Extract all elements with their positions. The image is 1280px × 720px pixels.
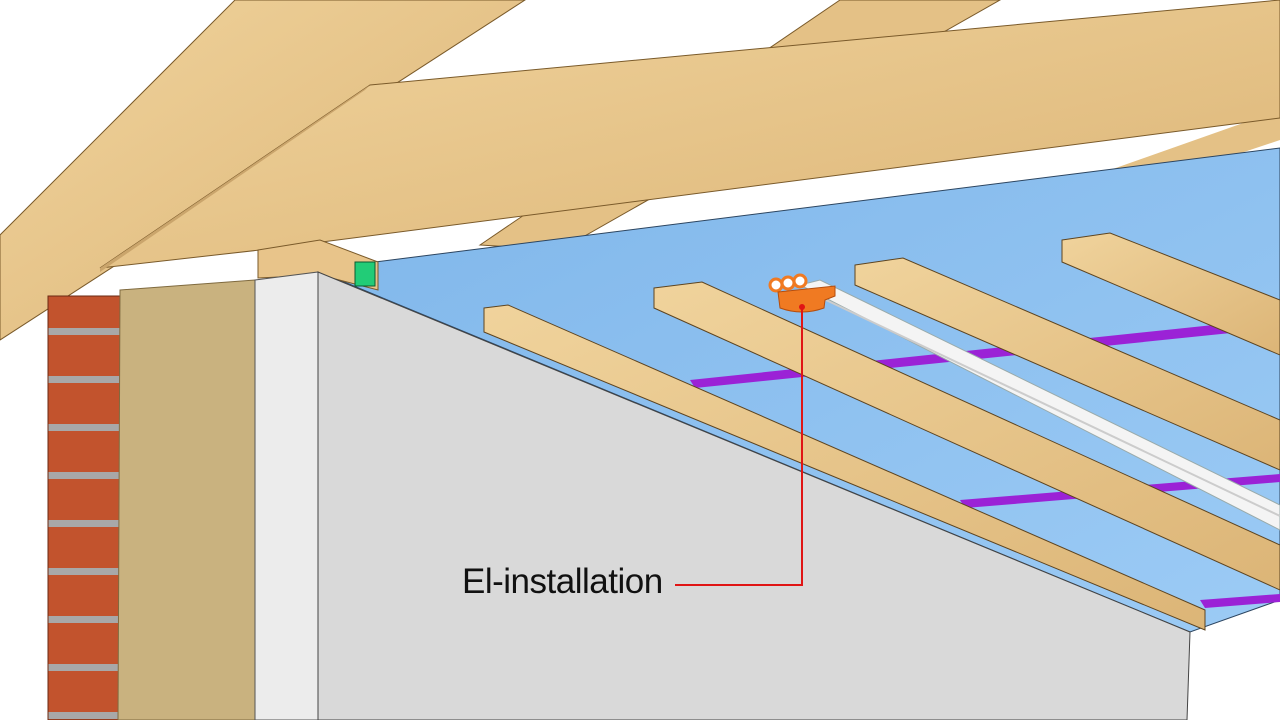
battens	[483, 232, 1280, 631]
cable-conduit	[798, 279, 1280, 531]
callout-label-el-installation: El-installation	[462, 562, 663, 601]
interior-wall	[317, 271, 1191, 720]
collar-beam-end	[100, 85, 370, 272]
wall-plate	[257, 239, 379, 291]
back-rafter	[1110, 110, 1280, 180]
brick-wall	[47, 295, 125, 720]
vapour-strip	[1200, 594, 1280, 608]
sealing-strip	[354, 261, 376, 287]
callout-leader-line	[675, 307, 803, 586]
electrical-box-icon	[768, 273, 836, 313]
wall-side	[254, 271, 319, 720]
insulation	[117, 279, 256, 720]
